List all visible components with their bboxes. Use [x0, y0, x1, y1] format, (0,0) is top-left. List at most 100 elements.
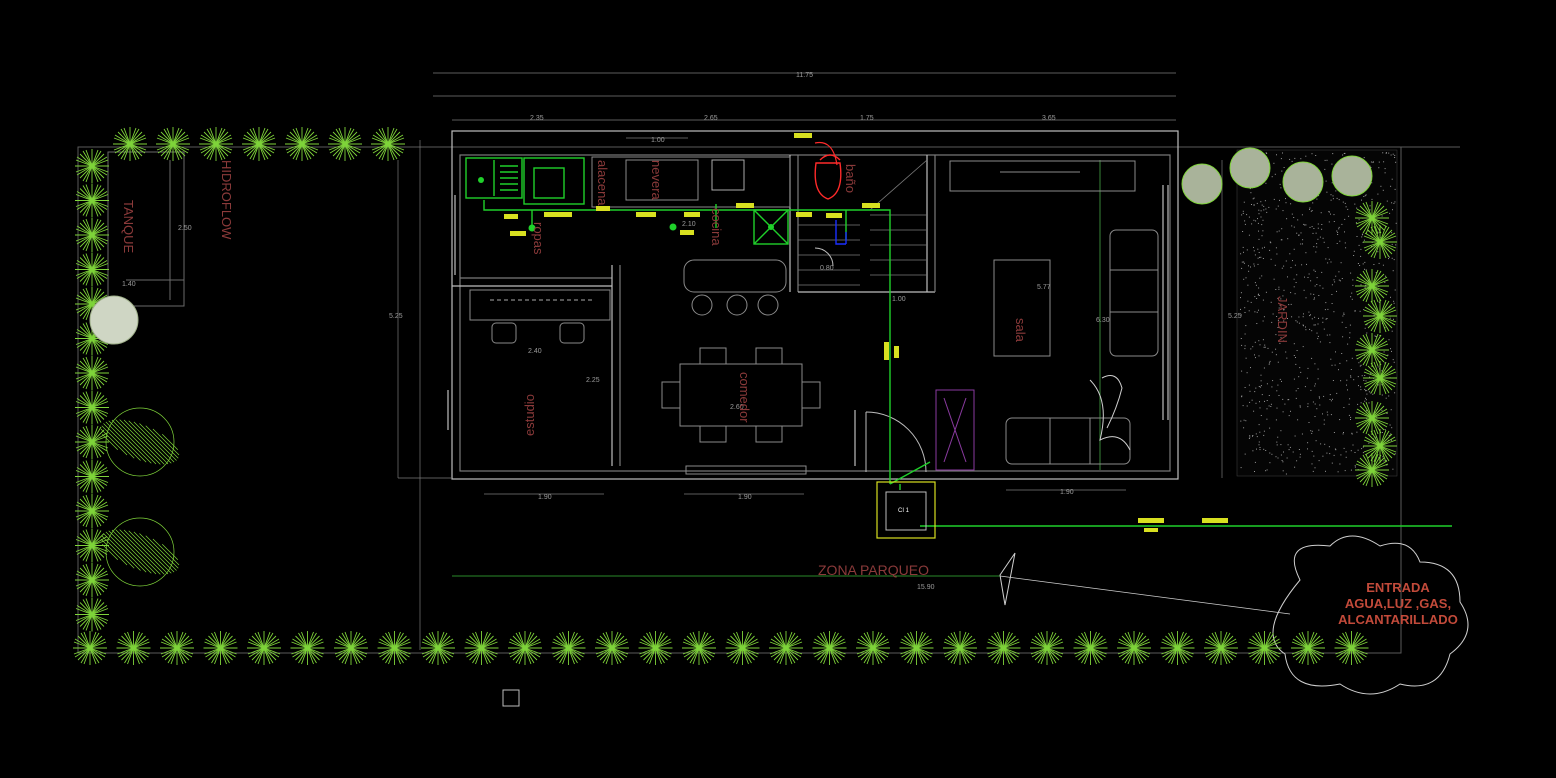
dim-080: 0.80 [820, 265, 834, 272]
shrub-icon [198, 126, 234, 162]
pipe-markers [504, 133, 1228, 532]
shrub-icon [72, 630, 108, 666]
shrub-icon [246, 630, 282, 666]
entrance-cloud [1272, 535, 1469, 695]
shrub-icon [203, 630, 238, 666]
shrub-icon [74, 252, 110, 287]
shrub-icon [1354, 268, 1390, 304]
round-trees [89, 147, 1373, 345]
dim-525a: 5.25 [389, 313, 403, 320]
dim-140: 1.40 [122, 281, 136, 288]
stairs [798, 159, 928, 286]
shrub-icon [74, 493, 110, 529]
label-estudio: estudio [522, 394, 537, 436]
shrub-icon [1362, 298, 1398, 334]
dim-190c: 1.90 [1060, 489, 1074, 496]
shrub-icon [942, 630, 978, 666]
house-walls [447, 130, 1179, 480]
shrub-icon [1029, 630, 1065, 666]
dim-seg1: 2.35 [530, 115, 544, 122]
shrub-icon [370, 126, 406, 162]
shrub-icon [74, 217, 110, 253]
gas-lines [835, 220, 847, 245]
shrub-icon [74, 424, 110, 460]
shrub-icon [1290, 630, 1326, 666]
shrub-icon [74, 390, 110, 425]
label-tanque: TANQUE [121, 200, 136, 254]
shrub-icon [1362, 224, 1398, 260]
shrub-icon [74, 597, 110, 632]
dimension-lines [397, 72, 1223, 650]
entrance-line-1: ENTRADA [1366, 580, 1430, 595]
shrub-icon [1116, 630, 1152, 666]
shrub-icon [74, 459, 110, 494]
shrub-icon [1160, 630, 1195, 666]
entrance-line-2: AGUA,LUZ ,GAS, [1345, 596, 1451, 611]
entrance-note: ENTRADA AGUA,LUZ ,GAS, ALCANTARILLADO [1338, 580, 1458, 627]
shrub-icon [855, 630, 891, 666]
laundry-sink-icon [465, 157, 523, 199]
dim-190b: 1.90 [738, 494, 752, 501]
label-alacena: alacena [595, 160, 610, 206]
shrub-icon [1354, 452, 1390, 488]
dim-seg3: 1.75 [860, 115, 874, 122]
dim-525b: 5.25 [1228, 313, 1242, 320]
label-zona-parqueo: ZONA PARQUEO [818, 562, 929, 578]
dim-110: 2.10 [682, 221, 696, 228]
shrub-icon [1362, 360, 1398, 396]
label-cocina: cocina [709, 208, 724, 246]
label-jardin: JARDIN [1275, 296, 1290, 343]
shrub-icon [507, 630, 543, 666]
parking-arrow [999, 552, 1016, 606]
dim-260: 2.60 [730, 404, 744, 411]
shrub-icon [284, 126, 320, 162]
dim-seg4: 3.65 [1042, 115, 1056, 122]
shrub-icon [74, 148, 110, 184]
furniture [469, 156, 1159, 475]
shrub-rows [72, 126, 1398, 666]
shrub-icon [681, 630, 717, 666]
hatched-trees [100, 407, 180, 587]
shrub-icon [241, 126, 277, 162]
label-comedor: comedor [737, 372, 752, 423]
hot-water-line [814, 141, 838, 166]
shrub-icon [899, 630, 934, 666]
dimension-labels: 11.75 2.35 2.65 1.75 3.65 1.00 2.10 2.50… [122, 72, 1242, 591]
dim-225: 2.25 [586, 377, 600, 384]
shrub-icon [986, 630, 1021, 666]
shrub-icon [1362, 428, 1398, 464]
shrub-icon [420, 630, 456, 666]
shrub-icon [377, 630, 412, 666]
dim-1590: 15.90 [917, 584, 935, 591]
label-sala: sala [1013, 318, 1028, 343]
dim-seg2: 2.65 [704, 115, 718, 122]
dim-total: 11.75 [796, 72, 813, 79]
shrub-icon [155, 126, 191, 162]
shrub-icon [1203, 630, 1239, 666]
meter-box-label: CI 1 [898, 508, 910, 514]
shrub-icon [1334, 630, 1369, 666]
shrub-icon [74, 562, 110, 598]
dim-630: 6.30 [1096, 317, 1110, 324]
shrub-icon [74, 183, 110, 218]
entrance-line-3: ALCANTARILLADO [1338, 612, 1458, 627]
shrub-icon [74, 355, 110, 391]
toilet-icon [814, 162, 842, 200]
shrub-icon [327, 126, 363, 162]
dim-240: 2.40 [528, 348, 542, 355]
shrub-icon [1354, 200, 1390, 236]
label-ropas: ropas [531, 222, 546, 255]
shrub-icon [159, 630, 195, 666]
label-nevera: nevera [649, 160, 664, 201]
dim-200: 1.00 [892, 296, 906, 303]
label-bano: baño [843, 164, 858, 193]
shrub-icon [464, 630, 499, 666]
dim-250: 2.50 [178, 225, 192, 232]
shrub-icon [1073, 630, 1108, 666]
washer-icon [523, 157, 585, 205]
shrub-icon [638, 630, 673, 666]
shrub-icon [290, 630, 325, 666]
room-labels: TANQUE HIDROFLOW alacena nevera ropas co… [121, 160, 1290, 578]
label-hidroflow: HIDROFLOW [219, 160, 234, 240]
